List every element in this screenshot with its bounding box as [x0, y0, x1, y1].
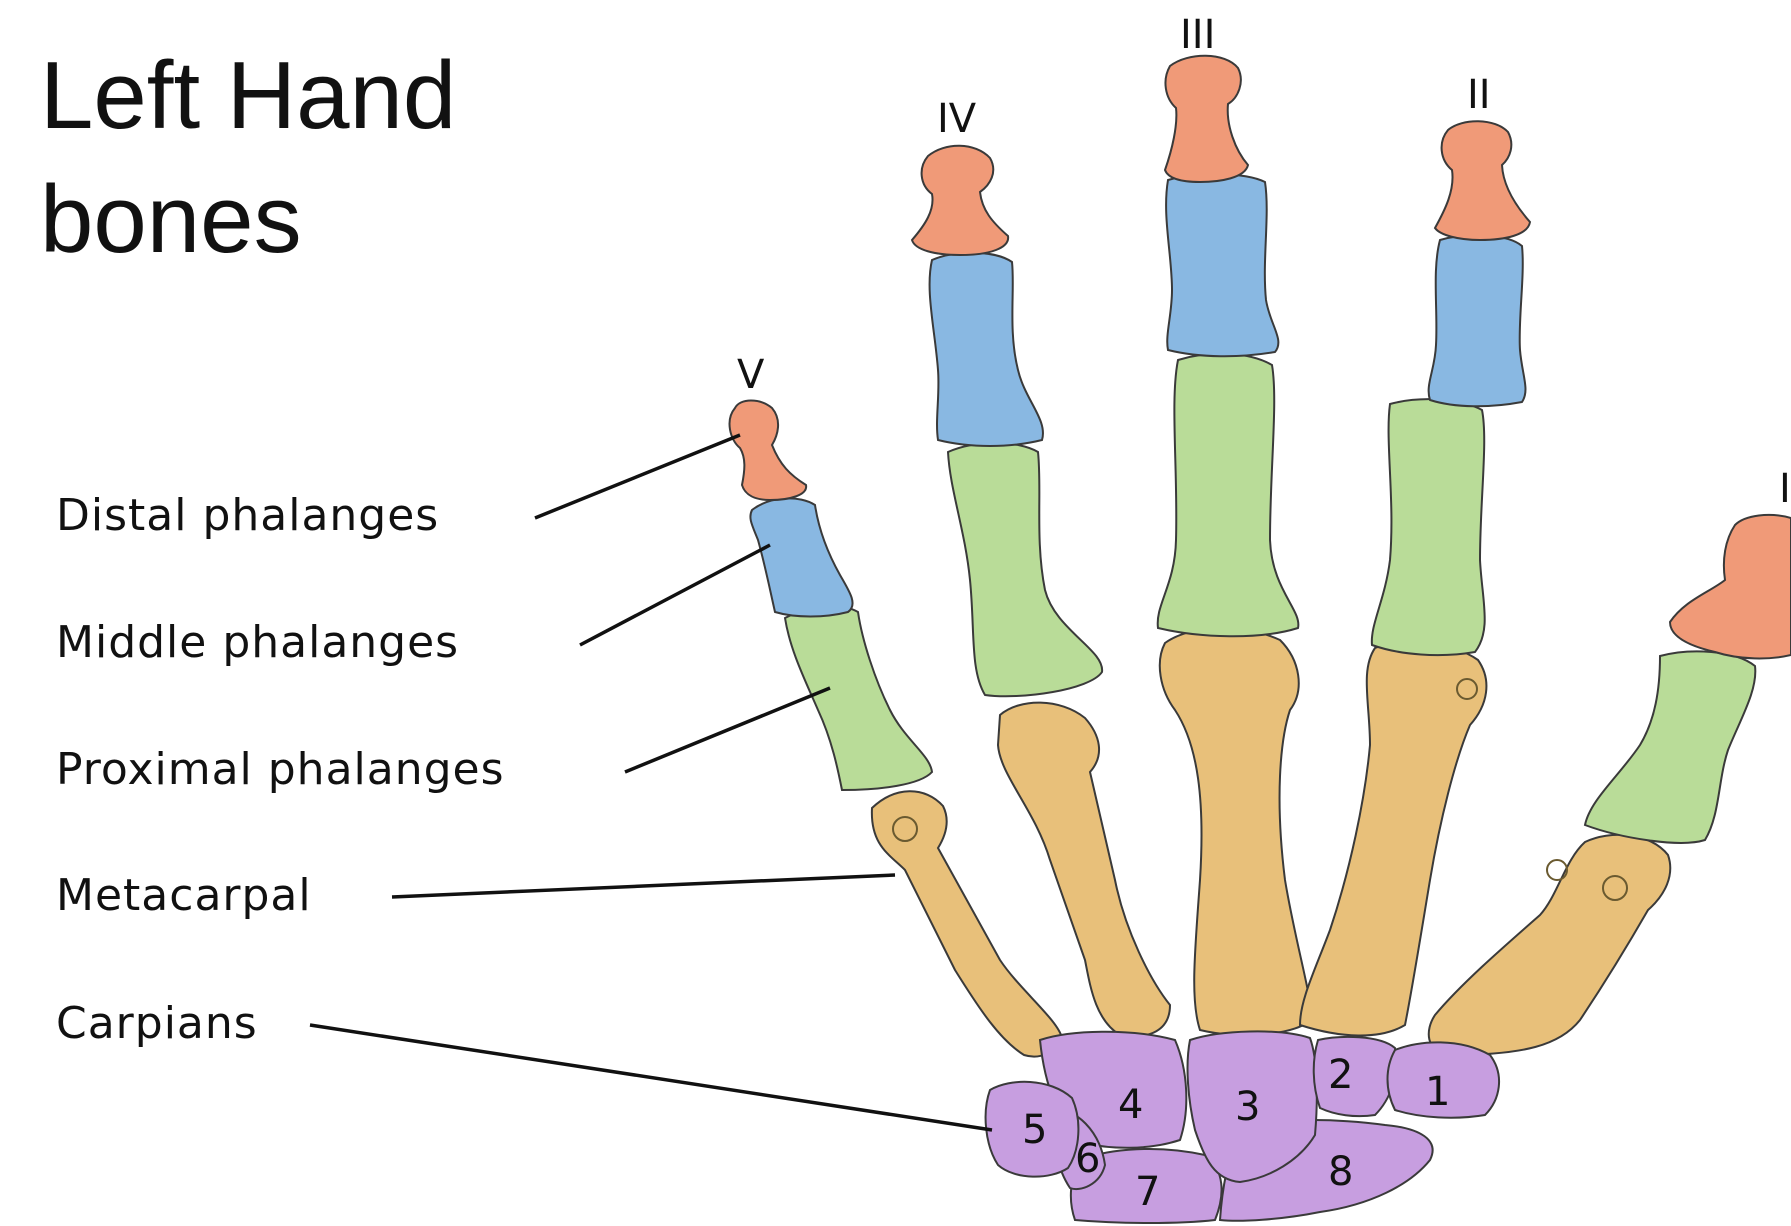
proximal-phalanx-i — [1585, 651, 1755, 842]
leader-carpals — [310, 1025, 992, 1130]
finger-label-i: I — [1779, 466, 1791, 512]
middle-phalanx-iv — [930, 253, 1043, 446]
carpal-number-1: 1 — [1425, 1069, 1450, 1115]
proximal-phalanx-iii — [1158, 354, 1299, 637]
leader-distal — [535, 435, 740, 518]
carpal-number-3: 3 — [1235, 1084, 1260, 1130]
finger-label-ii: II — [1467, 72, 1491, 118]
carpal-number-8: 8 — [1328, 1149, 1353, 1195]
carpal-number-6: 6 — [1075, 1136, 1100, 1182]
finger-label-v: V — [737, 352, 765, 398]
leader-metacarpal — [392, 875, 895, 897]
carpal-number-5: 5 — [1022, 1107, 1047, 1153]
metacarpal-v — [872, 791, 1062, 1056]
finger-label-iii: III — [1180, 12, 1215, 58]
metacarpal-i — [1429, 835, 1671, 1055]
middle-phalanx-ii — [1429, 235, 1526, 406]
distal-phalanx-ii — [1435, 121, 1530, 240]
middle-phalanx-v — [750, 498, 852, 616]
distal-phalanx-v — [730, 401, 807, 501]
carpal-number-4: 4 — [1118, 1082, 1143, 1128]
distal-phalanx-iii — [1165, 56, 1248, 182]
carpal-number-2: 2 — [1328, 1052, 1353, 1098]
leader-middle — [580, 545, 770, 645]
carpal-2 — [1314, 1037, 1397, 1116]
carpal-number-7: 7 — [1135, 1169, 1160, 1215]
metacarpal-ii — [1300, 642, 1486, 1035]
proximal-phalanx-ii — [1372, 399, 1485, 655]
distal-phalanx-i — [1670, 515, 1791, 659]
proximal-phalanx-iv — [948, 443, 1102, 696]
leader-proximal — [625, 688, 830, 772]
finger-label-iv: IV — [937, 96, 977, 142]
distal-phalanx-iv — [912, 146, 1008, 255]
middle-phalanx-iii — [1166, 174, 1278, 356]
metacarpal-iii — [1160, 628, 1312, 1035]
metacarpal-iv — [998, 703, 1170, 1037]
